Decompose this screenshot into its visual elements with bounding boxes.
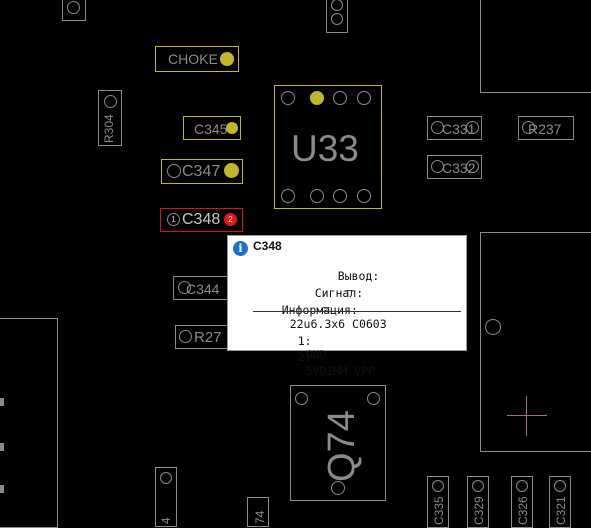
c321-component[interactable]: C321 <box>549 476 571 528</box>
pad <box>167 164 181 178</box>
c326-label: C326 <box>516 496 530 525</box>
pad <box>295 392 308 405</box>
c348-label: C348 <box>182 211 221 228</box>
pad <box>485 319 501 335</box>
c335-label: C335 <box>432 496 446 525</box>
r237-label: R237 <box>528 121 562 137</box>
signal-row: Сигнал: — <box>287 272 363 328</box>
pad <box>333 189 347 203</box>
pad <box>333 91 347 105</box>
pin-number: 2: <box>297 350 312 364</box>
info-icon: i <box>233 241 248 256</box>
info-row: Информация: 22u6.3x6 C0603 <box>254 289 387 345</box>
r237-component[interactable]: R237 <box>518 116 574 140</box>
tooltip-title: C348 <box>253 239 282 253</box>
right-top-component[interactable] <box>480 0 591 93</box>
c329-label: C329 <box>472 496 486 525</box>
pad-2: 2 <box>224 213 237 226</box>
info-value: 22u6.3x6 C0603 <box>289 317 387 331</box>
pad <box>179 330 192 343</box>
pad <box>522 121 535 134</box>
r304-label: R304 <box>102 114 116 143</box>
pad <box>220 52 234 66</box>
top-left-part[interactable] <box>62 0 86 21</box>
c326-component[interactable]: C326 <box>511 476 533 528</box>
pin-net-row: 2: 5VDIMM_VPP <box>270 336 375 392</box>
tooltip-separator <box>253 311 461 312</box>
left-edge-marker <box>0 443 4 451</box>
pad <box>331 481 345 495</box>
origin-cross <box>507 415 547 416</box>
r27-component[interactable]: R27 <box>175 325 230 349</box>
pad <box>331 13 343 25</box>
left-edge-marker <box>0 485 4 493</box>
bottom-part-74-label: 74 <box>253 510 267 524</box>
component-info-tooltip: i C348 Вывод: — Сигнал: — Информация: 22… <box>227 235 467 378</box>
pad <box>281 91 295 105</box>
r304-component[interactable]: R304 <box>98 90 122 146</box>
left-large-component[interactable] <box>0 318 58 528</box>
pad <box>357 91 371 105</box>
pin-label: Вывод: <box>337 269 380 283</box>
r27-label: R27 <box>194 329 222 346</box>
pad <box>310 189 324 203</box>
q74-label: Q74 <box>321 410 363 482</box>
c344-component[interactable]: C344 <box>173 276 229 300</box>
pad <box>160 472 172 484</box>
bottom-left-label: 4 <box>159 517 173 524</box>
pin-row: Вывод: — <box>310 255 380 311</box>
c332-component[interactable]: C332 <box>427 155 482 179</box>
pad <box>357 189 371 203</box>
info-label: Информация: <box>281 303 358 317</box>
q74-chip[interactable]: Q74 <box>290 385 386 501</box>
pad <box>67 1 80 14</box>
pad <box>226 122 238 134</box>
pin-net: GND <box>305 348 327 362</box>
top-center-part[interactable] <box>326 0 348 33</box>
pad <box>367 392 380 405</box>
c331-component[interactable]: C331 <box>427 116 482 140</box>
pin-net-row: 1: GND <box>270 320 327 376</box>
pad <box>104 95 117 108</box>
pad <box>178 281 191 294</box>
pad <box>281 189 295 203</box>
choke-component[interactable]: CHOKE <box>155 46 239 72</box>
pad <box>466 121 479 134</box>
signal-label: Сигнал: <box>314 286 364 300</box>
choke-label: CHOKE <box>168 51 218 67</box>
pin-net: 5VDIMM_VPP <box>305 364 375 378</box>
pin-value: — <box>345 283 353 297</box>
u33-chip[interactable]: U33 <box>274 85 382 209</box>
signal-value: — <box>322 300 330 314</box>
c348-component[interactable]: 1 C348 2 <box>160 208 243 232</box>
pad <box>431 160 444 173</box>
pad <box>554 480 566 492</box>
c335-component[interactable]: C335 <box>427 476 449 528</box>
left-edge-marker <box>0 398 4 406</box>
pad <box>431 121 444 134</box>
pad <box>516 480 528 492</box>
origin-cross <box>526 396 527 436</box>
pad <box>466 160 479 173</box>
c345-component[interactable]: C345 <box>183 116 241 140</box>
pad <box>331 0 343 11</box>
bottom-part-74[interactable]: 74 <box>247 497 269 527</box>
c344-label: C344 <box>186 281 220 297</box>
pad <box>472 480 484 492</box>
pad <box>224 163 239 178</box>
pad <box>432 480 444 492</box>
pad-1: 1 <box>167 213 180 226</box>
c329-component[interactable]: C329 <box>467 476 489 528</box>
c347-label: C347 <box>182 163 221 180</box>
bottom-left-part[interactable]: 4 <box>155 467 177 527</box>
right-large-component[interactable] <box>480 232 591 452</box>
c321-label: C321 <box>554 496 568 525</box>
pad <box>310 91 324 105</box>
c347-component[interactable]: C347 <box>161 159 243 184</box>
c345-label: C345 <box>194 121 228 137</box>
u33-label: U33 <box>291 128 359 169</box>
pin-number: 1: <box>297 334 312 348</box>
